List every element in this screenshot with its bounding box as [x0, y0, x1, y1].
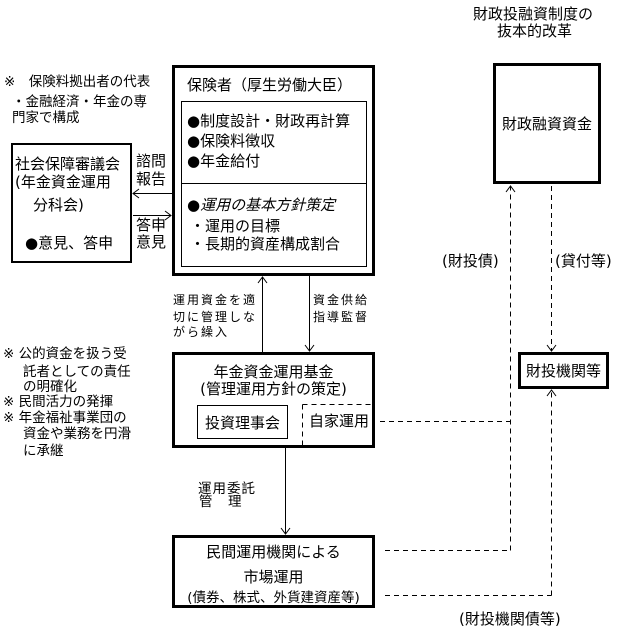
- fund-note-line: ※ 民間活力の発揮: [3, 394, 114, 410]
- fund-title: 年金資金運用基金: [213, 363, 334, 381]
- label-agency-bonds: (財投機関債等): [459, 610, 561, 628]
- transfer-arrowhead-icon: [257, 276, 268, 284]
- council-subcommittee: (年金資金運用: [15, 173, 111, 191]
- policy-item: ・長期的資産構成割合: [190, 235, 341, 253]
- fund-subtitle: (管理運用方針の策定): [200, 380, 347, 398]
- fund-note-line: ※ 公的資金を扱う受: [3, 346, 127, 362]
- insurer-duty: ●年金給付: [187, 152, 261, 170]
- label-supply: 資金供給: [313, 293, 370, 307]
- label-opinion: 意見: [136, 233, 167, 251]
- title-line-1: 財政投融資制度の: [473, 5, 594, 23]
- insurer-title: 保険者（厚生労働大臣）: [187, 76, 353, 94]
- council-role: ●意見、答申: [25, 234, 114, 252]
- label-supervision: 指導監督: [313, 310, 370, 324]
- fiscal-loan-fund-box: 財政融資資金: [493, 63, 601, 184]
- label-fiscal-bonds: (財投債): [442, 252, 499, 270]
- insurer-box: 保険者（厚生労働大臣） ●制度設計・財政再計算 ●保険料徴収 ●年金給付 ●運用…: [172, 65, 375, 276]
- fiscal-agencies-label: 財投機関等: [525, 362, 601, 380]
- policy-item: ・運用の目標: [190, 217, 281, 235]
- private-managers-line: 民間運用機関による: [206, 543, 341, 561]
- council-subcommittee-end: 分科会): [33, 196, 84, 214]
- consult-arrowhead-icon: [132, 188, 140, 199]
- label-loans: (貸付等): [555, 252, 612, 270]
- insurer-inner-box: ●制度設計・財政再計算 ●保険料徴収 ●年金給付 ●運用の基本方針策定 ・運用の…: [181, 101, 367, 267]
- council-name: 社会保障審議会: [15, 155, 121, 173]
- fiscal-loan-fund-label: 財政融資資金: [501, 115, 592, 133]
- label-outsourcing: 運用委託: [198, 481, 256, 497]
- label-transfer: 運用資金を適: [173, 293, 258, 307]
- outsourcing-arrowhead-icon: [280, 527, 291, 535]
- council-note-line: ・金融経済・年金の専: [12, 94, 147, 110]
- agency-bonds-arrowhead-icon: [546, 389, 557, 397]
- private-managers-detail: (債券、株式、外貨建資産等): [187, 590, 360, 606]
- council-box: 社会保障審議会 (年金資金運用 分科会) ●意見、答申: [11, 143, 132, 263]
- fiscal-agencies-box: 財投機関等: [518, 352, 609, 389]
- label-consult: 諮問: [136, 152, 167, 170]
- label-report: 報告: [136, 170, 167, 188]
- label-reply: 答申: [136, 216, 167, 234]
- fund-note-line: の明確化: [23, 379, 77, 395]
- label-management: 管 理: [199, 494, 243, 510]
- market-management-line: 市場運用: [243, 568, 304, 586]
- loans-arrowhead-icon: [546, 344, 557, 352]
- council-note-line: 門家で構成: [12, 110, 80, 126]
- pension-fund-box: 年金資金運用基金 (管理運用方針の策定) 投資理事会 自家運用: [172, 352, 375, 448]
- self-managed-label: 自家運用: [309, 412, 370, 430]
- investment-board-label: 投資理事会: [204, 413, 280, 432]
- fund-note-line: ※ 年金福祉事業団の: [3, 410, 127, 426]
- supply-arrowhead-icon: [304, 344, 315, 352]
- insurer-divider: [182, 183, 366, 184]
- title-line-2: 抜本的改革: [497, 22, 573, 40]
- fiscal-bonds-arrowhead-icon: [505, 185, 516, 193]
- investment-board-box: 投資理事会: [197, 405, 288, 439]
- policy-heading: ●運用の基本方針策定: [187, 196, 336, 214]
- fund-note-line: に承継: [23, 443, 64, 459]
- council-note-line: ※ 保険料拠出者の代表: [4, 74, 151, 90]
- insurer-duty: ●保険料徴収: [187, 132, 276, 150]
- private-managers-box: 民間運用機関による 市場運用 (債券、株式、外貨建資産等): [172, 535, 375, 608]
- insurer-duty: ●制度設計・財政再計算: [187, 112, 351, 130]
- label-transfer: がら繰入: [173, 325, 230, 339]
- fund-note-line: 資金や業務を円滑: [23, 426, 131, 442]
- label-transfer: 切に管理しな: [173, 310, 258, 324]
- fund-note-line: 託者としての責任: [23, 364, 131, 380]
